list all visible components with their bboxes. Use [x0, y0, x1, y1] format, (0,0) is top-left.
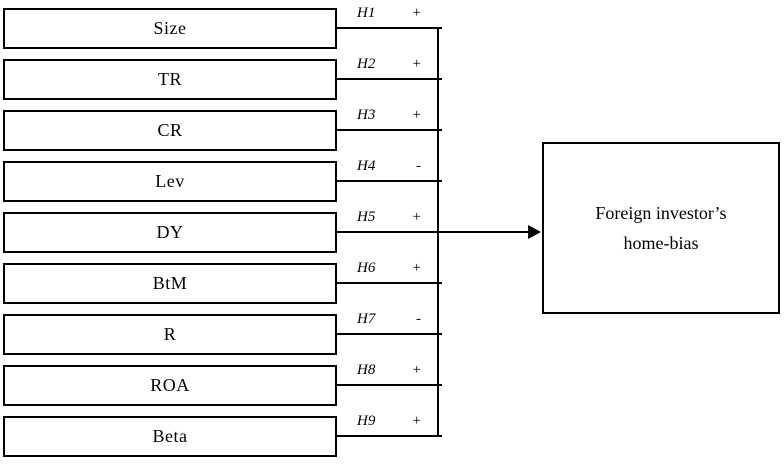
factor-label: ROA — [150, 375, 190, 395]
hypothesis-label: H1 + — [357, 3, 421, 23]
factor-label: CR — [157, 120, 183, 140]
hypothesis-id: H8 — [357, 362, 376, 378]
hypothesis-label: H3 + — [357, 105, 421, 125]
factor-box-lev: Lev — [3, 161, 337, 202]
hypothesis-label: H6 + — [357, 258, 421, 278]
hypothesis-sign: + — [412, 107, 421, 123]
factor-label: DY — [156, 222, 184, 242]
factor-row: R H7 - — [3, 311, 783, 355]
connector-line — [337, 129, 442, 131]
factor-label: BtM — [152, 273, 188, 293]
factor-row: Beta H9 + — [3, 413, 783, 457]
hypothesis-label: H5 + — [357, 207, 421, 227]
factor-row: BtM H6 + — [3, 260, 783, 304]
connector-line — [337, 78, 442, 80]
factor-box-roa: ROA — [3, 365, 337, 406]
outcome-line2: home-bias — [623, 233, 699, 253]
hypothesis-sign: + — [412, 56, 421, 72]
factor-box-cr: CR — [3, 110, 337, 151]
connector-line — [337, 231, 442, 233]
hypothesis-label: H8 + — [357, 360, 421, 380]
factor-label: TR — [157, 69, 182, 89]
factor-row: Size H1 + — [3, 5, 783, 49]
hypothesis-id: H7 — [357, 311, 376, 327]
connector-line — [337, 180, 442, 182]
hypothesis-label: H4 - — [357, 156, 421, 176]
factor-label: Size — [153, 18, 187, 38]
hypothesis-id: H1 — [357, 5, 376, 21]
hypothesis-sign: + — [412, 5, 421, 21]
factor-row: Lev H4 - — [3, 158, 783, 202]
factor-label: Beta — [152, 426, 188, 446]
factor-row: CR H3 + — [3, 107, 783, 151]
factor-row: ROA H8 + — [3, 362, 783, 406]
arrow-head-icon — [528, 225, 541, 239]
arrow-shaft — [438, 231, 530, 233]
hypothesis-sign: - — [416, 311, 421, 327]
hypothesis-id: H2 — [357, 56, 376, 72]
factor-label: Lev — [155, 171, 185, 191]
factor-row: DY H5 + — [3, 209, 783, 253]
hypothesis-id: H5 — [357, 209, 376, 225]
hypothesis-sign: + — [412, 260, 421, 276]
connector-line — [337, 27, 442, 29]
hypothesis-label: H7 - — [357, 309, 421, 329]
factor-box-r: R — [3, 314, 337, 355]
connector-line — [337, 282, 442, 284]
hypothesis-sign: + — [412, 413, 421, 429]
hypothesis-label: H2 + — [357, 54, 421, 74]
hypothesis-sign: - — [416, 158, 421, 174]
factor-box-beta: Beta — [3, 416, 337, 457]
hypothesis-label: H9 + — [357, 411, 421, 431]
hypothesis-id: H3 — [357, 107, 376, 123]
connector-line — [337, 435, 442, 437]
hypothesis-id: H4 — [357, 158, 376, 174]
outcome-line1: Foreign investor’s — [595, 203, 727, 223]
connector-line — [337, 333, 442, 335]
factor-label: R — [163, 324, 177, 344]
hypothesis-sign: + — [412, 362, 421, 378]
factor-box-btm: BtM — [3, 263, 337, 304]
factor-box-size: Size — [3, 8, 337, 49]
hypothesis-id: H6 — [357, 260, 376, 276]
hypothesis-sign: + — [412, 209, 421, 225]
factor-row: TR H2 + — [3, 56, 783, 100]
hypothesis-id: H9 — [357, 413, 376, 429]
outcome-box: Foreign investor’s home-bias — [542, 142, 780, 314]
factor-box-dy: DY — [3, 212, 337, 253]
factor-box-tr: TR — [3, 59, 337, 100]
connector-line — [337, 384, 442, 386]
